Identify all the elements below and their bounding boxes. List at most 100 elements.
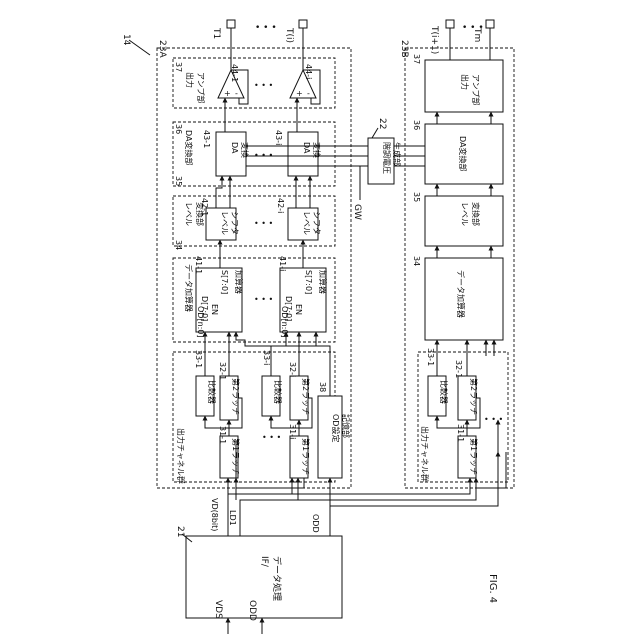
cmp-adder-wire-i [271,332,286,376]
ref-31-1: 31-1 [218,426,227,444]
top-ellipsis: • • • [255,23,277,33]
group-amp-label-line1: 出力 [185,72,195,88]
da-43-1-label-line1: DA [230,142,239,154]
latch2-32-i-label: 第2ラッチ [301,378,311,415]
ld1-branch [236,478,304,488]
group-amp-label: 出力 アンプ部 [185,72,206,103]
sh1-da1-wire-a [216,176,222,208]
odd-bus-label: ODD [311,514,320,533]
b-channel-ellipsis: • • • [484,415,503,424]
group-da-label: DA変換部 [184,130,194,166]
adder-41-1-s: S[7:0] [220,270,229,294]
ref-35: 35 [174,176,183,186]
ref-32-1: 32-1 [218,362,227,380]
fig-label: FIG. 4 [487,574,498,603]
gw-label: GW [352,204,362,220]
ld1-label: LD1 [228,510,237,526]
ref-34: 34 [174,240,183,250]
ref-b-35: 35 [412,192,421,202]
ref-41-i: 41-i [278,256,287,271]
ref-22: 22 [377,118,387,129]
ref-38: 38 [318,382,327,392]
adder-41-i-en: EN [294,304,303,315]
shifter-42-1-label: レベル シフタ [220,211,239,238]
b-level-label-line1: レベル [460,202,469,226]
ref-23b: 23B [399,40,409,58]
adder-41-1-en: EN [210,304,219,315]
b-latch2-label: 第2ラッチ [469,378,479,415]
ti-label: T(i) [284,27,294,43]
shifter-42-1-label-line1: レベル [220,211,229,235]
b-da-label: DA変換部 [458,136,468,172]
ref-44-i: 44-i [304,64,313,79]
shifter-42-i-label-line1: レベル [302,211,311,235]
latch2-32-1-label: 第2ラッチ [231,378,241,415]
group-level-label-line1: レベル [184,202,193,226]
shifter-42-i-label: レベル シフタ [302,211,321,238]
ld1-bus-i [240,478,298,536]
ref-36: 36 [174,124,183,134]
b-amp-label-line1: 出力 [460,74,470,90]
ref-b-34: 34 [412,256,421,266]
adder-41-i-od: OD[n:0] [280,306,289,338]
comparator-33-i-label: 比較器 [273,380,283,404]
ti-terminal [299,20,307,28]
b-adder-label: データ加算器 [456,270,466,318]
shifter-ellipsis: • • • [254,219,273,228]
adder-ellipsis: • • • [254,295,273,304]
comparator-33-1-label: 比較器 [207,380,217,404]
tm-label: Tm [472,27,482,42]
vd-label: VD(8bit) [210,498,219,531]
ref-b-32-1: 32-1 [454,360,463,378]
group-adder-label: データ加算器 [184,264,194,312]
b-amp-label-line2: アンプ部 [471,74,481,105]
adder-41-i-s: S[7:0] [304,270,313,294]
ref-14-leader [129,40,150,55]
b-comparator-label: 比較器 [439,380,449,404]
ref-42-1: 42-1 [200,198,209,216]
ref-42-i: 42-i [276,198,285,213]
ref-b-31-1: 31-1 [456,424,465,442]
od-memory-label-line1: OD設定 [331,414,341,442]
if-proc-label-line1: IF/ [259,556,269,568]
ref-32-i: 32-i [288,362,297,377]
t1-label: T1 [211,27,221,39]
adder-41-1-od: OD[n:0] [196,306,205,338]
adder-41-1-title: 加算器 [234,270,244,294]
ti1-label: T(i+1) [429,25,439,54]
da-43-i-label-line1: DA [302,142,311,154]
ti1-terminal [446,20,454,28]
vd-bus-i [228,478,292,494]
vds-label: VDS [213,600,223,619]
t1-terminal [227,20,235,28]
ref-31-i: 31-i [288,424,297,439]
amp-44-1-plus: + [224,89,231,98]
ref-b-37: 37 [412,54,421,64]
b-ld1-branch [476,452,506,488]
ld1-bus-b [298,478,476,500]
ref-23a: 23A [157,40,167,58]
od-memory-label-line2: 記憶部 [341,414,351,438]
ref-b-36: 36 [412,120,421,130]
out-channel-group-label: 出力チャネル群 [176,428,186,484]
if-data-proc-21 [186,536,342,618]
channel-ellipsis: • • • [262,433,281,442]
latch1-31-i-label: 第1ラッチ [301,438,311,475]
ref-43-1: 43-1 [202,130,211,148]
group-amp-label-line2: アンプ部 [196,72,206,103]
amp-44-1-minus: - [235,89,238,98]
ref-33-i: 33-i [262,350,271,365]
b-level-label-line2: 変換部 [471,202,481,226]
ref-b-33-1: 33-1 [426,348,435,366]
b-latch1-label: 第1ラッチ [469,438,479,475]
ref-37: 37 [174,62,183,72]
shifter-42-i-label-line2: シフタ [312,211,321,235]
if-proc-label-line2: データ処理 [271,556,283,601]
ref-22-leader [372,128,378,138]
amp-ellipsis: • • • [254,81,273,90]
adder-41-i-title: 加算器 [318,270,328,294]
amp-44-i-plus: + [296,89,303,98]
amp-44-i-minus: - [307,89,310,98]
ref-33-1: 33-1 [194,350,203,368]
